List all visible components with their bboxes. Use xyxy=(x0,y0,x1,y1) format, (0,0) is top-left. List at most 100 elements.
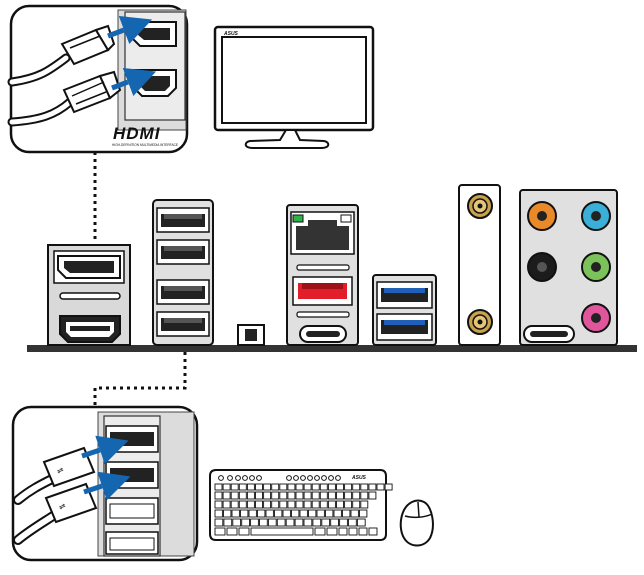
keyboard-key xyxy=(279,491,288,500)
usb-a-port-icon xyxy=(105,531,159,555)
keyboard-key xyxy=(336,500,344,509)
keyboard-key xyxy=(255,500,263,509)
keyboard-key xyxy=(358,527,368,536)
keyboard-key xyxy=(344,500,353,509)
usb-plug-icon: ⇌ xyxy=(13,446,96,505)
blue-arrow-icon xyxy=(111,67,157,97)
blue-arrow-icon xyxy=(81,435,129,465)
keyboard-key xyxy=(319,483,328,491)
usb-a-port-icon xyxy=(292,276,353,306)
keyboard-key xyxy=(238,527,250,536)
keyboard-key xyxy=(271,500,280,509)
usb-leader-line xyxy=(93,352,187,405)
keyboard-key xyxy=(291,509,300,518)
keyboard-key xyxy=(230,491,239,500)
keyboard-key xyxy=(255,491,263,500)
keyboard-key xyxy=(311,491,320,500)
keyboard-key xyxy=(282,509,291,518)
keyboard-media-key xyxy=(328,475,334,481)
keyboard-key xyxy=(287,491,296,500)
ethernet-led-green xyxy=(292,214,304,223)
keyboard-key xyxy=(350,509,359,518)
usb-a-port-icon xyxy=(156,279,210,305)
ethernet-port-icon xyxy=(290,211,355,255)
keyboard-key xyxy=(336,491,344,500)
antenna-connector-icon xyxy=(467,309,493,335)
keyboard-key xyxy=(352,500,361,509)
keyboard-media-key xyxy=(249,475,255,481)
keyboard-media-key xyxy=(293,475,299,481)
displayport-icon xyxy=(131,21,177,47)
antenna-connector-icon xyxy=(467,193,493,219)
svg-text:⇌: ⇌ xyxy=(56,465,66,476)
blue-arrow-icon xyxy=(83,471,131,501)
keyboard-media-key xyxy=(235,475,241,481)
keyboard-key xyxy=(356,518,366,527)
keyboard-key xyxy=(263,491,272,500)
keyboard-media-key xyxy=(256,475,262,481)
keyboard-key xyxy=(214,518,224,527)
keyboard-key xyxy=(250,518,259,527)
audio-jack-icon xyxy=(581,201,611,231)
hdmi-port-icon xyxy=(59,315,121,343)
keyboard-key xyxy=(255,483,263,491)
keyboard-key xyxy=(303,491,312,500)
keyboard-key xyxy=(246,491,255,500)
svg-text:⇌: ⇌ xyxy=(58,501,68,512)
keyboard-key xyxy=(319,500,328,509)
keyboard-key xyxy=(232,518,242,527)
usb-blue-stack xyxy=(372,274,437,346)
blue-arrow-icon xyxy=(107,15,153,45)
keyboard-key xyxy=(344,483,353,491)
keyboard-key xyxy=(327,491,336,500)
keyboard-media-key xyxy=(335,475,341,481)
keyboard-key xyxy=(336,483,344,491)
hdmi-tagline: HIGH-DEFINITION MULTIMEDIA INTERFACE xyxy=(112,143,178,147)
keyboard-key xyxy=(248,509,257,518)
keyboard-key xyxy=(238,491,247,500)
hdmi-callout: HDMI HIGH-DEFINITION MULTIMEDIA INTERFAC… xyxy=(7,4,189,154)
audio-stack xyxy=(519,189,618,346)
keyboard-media-key xyxy=(321,475,327,481)
audio-jack-icon xyxy=(527,201,557,231)
keyboard-key xyxy=(285,518,295,527)
keyboard-key xyxy=(214,527,226,536)
keyboard-key xyxy=(314,527,326,536)
keyboard-key xyxy=(352,483,361,491)
keyboard-key xyxy=(222,491,231,500)
keyboard-key xyxy=(241,518,250,527)
keyboard-key xyxy=(321,518,331,527)
keyboard-key xyxy=(312,518,322,527)
usb-a-port-icon xyxy=(376,281,433,309)
keyboard-media-keys xyxy=(218,475,341,481)
keyboard-key xyxy=(330,518,339,527)
keyboard-media-key xyxy=(286,475,292,481)
keyboard-key xyxy=(222,483,231,491)
keyboard-key xyxy=(368,491,377,500)
keyboard-key xyxy=(327,500,336,509)
keyboard-key xyxy=(359,509,368,518)
keyboard-key xyxy=(360,500,369,509)
keyboard-key xyxy=(344,491,353,500)
keyboard-key xyxy=(214,509,223,518)
keyboard-key xyxy=(348,518,357,527)
bios-button-icon xyxy=(237,324,265,346)
keyboard-icon: ASUS xyxy=(209,469,393,541)
keyboard-key xyxy=(231,509,240,518)
keyboard-key xyxy=(263,483,272,491)
keyboard-key xyxy=(265,509,274,518)
hdmi-port-icon xyxy=(133,69,177,97)
keyboard-keys xyxy=(214,483,393,536)
keyboard-key xyxy=(223,509,232,518)
keyboard-key xyxy=(311,500,320,509)
keyboard-key xyxy=(311,483,320,491)
keyboard-key xyxy=(279,500,288,509)
monitor-brand: ASUS xyxy=(223,31,239,37)
wifi-antenna-bracket xyxy=(458,184,501,346)
keyboard-key xyxy=(223,518,233,527)
keyboard-brand: ASUS xyxy=(351,475,367,481)
mouse-icon xyxy=(399,499,434,547)
audio-jack-icon xyxy=(581,303,611,333)
usb-plug-icon: ⇌ xyxy=(13,482,98,545)
